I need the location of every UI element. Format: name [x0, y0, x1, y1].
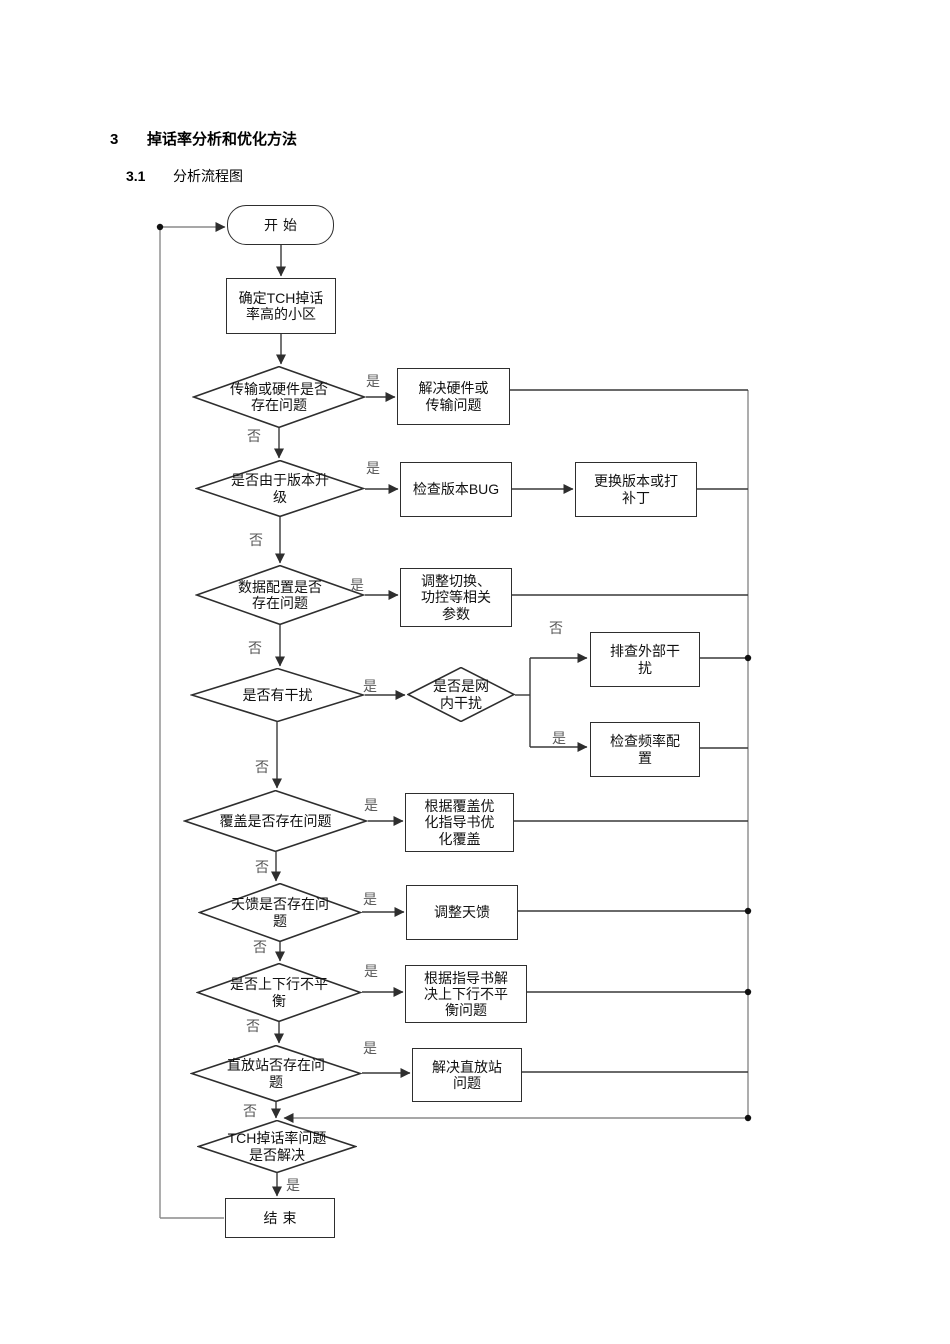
diamond-shape — [195, 460, 365, 517]
edge-label-yes: 是 — [364, 963, 378, 979]
edge-label-yes: 是 — [363, 891, 377, 907]
decision-problem-solved: TCH掉话率问题 是否解决 — [197, 1120, 357, 1173]
edge-label-yes: 是 — [363, 678, 377, 694]
node-label: 是否是网 内干扰 — [433, 678, 489, 711]
node-label: 检查频率配 置 — [610, 733, 680, 766]
node-label: 检查版本BUG — [412, 481, 500, 498]
decision-interference: 是否有干扰 — [190, 668, 365, 722]
subsection-heading: 3.1 分析流程图 — [126, 166, 243, 186]
process-fix-hardware: 解决硬件或 传输问题 — [397, 368, 510, 425]
node-label: 解决直放站 问题 — [432, 1058, 502, 1091]
edge-label-no: 否 — [249, 532, 263, 548]
node-label: 是否上下行不平 衡 — [230, 976, 328, 1009]
node-label: 根据覆盖优 化指导书优 化覆盖 — [424, 798, 495, 847]
edge-label-no: 否 — [247, 428, 261, 444]
decision-data-config: 数据配置是否 存在问题 — [195, 565, 365, 625]
process-optimize-coverage: 根据覆盖优 化指导书优 化覆盖 — [405, 793, 514, 852]
node-label: 调整切换、 功控等相关 参数 — [421, 573, 491, 622]
terminator-end: 结束 — [225, 1198, 335, 1238]
edge-label-yes: 是 — [363, 1040, 377, 1056]
edge-label-yes: 是 — [350, 577, 364, 593]
decision-repeater: 直放站否存在问 题 — [190, 1045, 362, 1102]
decision-uplink-downlink-imbalance: 是否上下行不平 衡 — [196, 963, 362, 1022]
edge-label-no: 否 — [243, 1103, 257, 1119]
diamond-shape — [195, 565, 365, 625]
process-identify-cell: 确定TCH掉话 率高的小区 — [226, 278, 336, 334]
node-label: 确定TCH掉话 率高的小区 — [238, 289, 324, 322]
process-check-frequency-config: 检查频率配 置 — [590, 722, 700, 777]
diamond-shape — [197, 1120, 357, 1173]
section-number: 3 — [110, 131, 119, 148]
edge-label-no: 否 — [248, 640, 262, 656]
section-heading: 3 掉话率分析和优化方法 — [110, 128, 297, 149]
node-label: TCH掉话率问题 是否解决 — [227, 1130, 327, 1163]
decision-antenna-feeder: 天馈是否存在问 题 — [198, 883, 362, 942]
subsection-number: 3.1 — [126, 168, 146, 184]
diamond-shape — [190, 668, 365, 722]
edge-label-no: 否 — [549, 620, 563, 636]
process-adjust-antenna-feeder: 调整天馈 — [406, 885, 518, 940]
edge-label-no: 否 — [255, 859, 269, 875]
node-label: 是否由于版本升 级 — [231, 472, 329, 505]
node-label: 开始 — [264, 216, 302, 233]
process-replace-version-patch: 更换版本或打 补丁 — [575, 462, 697, 517]
node-label: 调整天馈 — [434, 904, 490, 921]
node-label: 解决硬件或 传输问题 — [418, 380, 489, 413]
node-label: 直放站否存在问 题 — [227, 1057, 325, 1090]
decision-internal-interference: 是否是网 内干扰 — [407, 667, 515, 722]
node-label: 是否有干扰 — [242, 686, 313, 703]
node-label: 传输或硬件是否 存在问题 — [230, 380, 328, 413]
diamond-shape — [198, 883, 362, 942]
edge-label-yes: 是 — [552, 730, 566, 746]
process-fix-imbalance: 根据指导书解 决上下行不平 衡问题 — [405, 965, 527, 1023]
process-check-version-bug: 检查版本BUG — [400, 462, 512, 517]
diamond-shape — [183, 790, 368, 852]
node-label: 根据指导书解 决上下行不平 衡问题 — [424, 969, 508, 1019]
decision-coverage: 覆盖是否存在问题 — [183, 790, 368, 852]
edge-label-yes: 是 — [366, 460, 380, 476]
diamond-shape — [407, 667, 515, 722]
edge-label-yes: 是 — [366, 373, 380, 389]
node-label: 结束 — [263, 1209, 302, 1226]
section-title: 掉话率分析和优化方法 — [147, 131, 298, 148]
node-label: 天馈是否存在问 题 — [231, 896, 329, 929]
diamond-shape — [192, 366, 366, 428]
edge-label-yes: 是 — [286, 1177, 300, 1193]
node-label: 数据配置是否 存在问题 — [238, 578, 322, 611]
decision-version-upgrade: 是否由于版本升 级 — [195, 460, 365, 517]
edge-label-no: 否 — [255, 759, 269, 775]
edge-label-yes: 是 — [364, 797, 378, 813]
diamond-shape — [196, 963, 362, 1022]
subsection-title: 分析流程图 — [173, 168, 243, 184]
process-check-external-interference: 排查外部干 扰 — [590, 632, 700, 687]
diamond-shape — [190, 1045, 362, 1102]
process-fix-repeater: 解决直放站 问题 — [412, 1048, 522, 1102]
node-label: 覆盖是否存在问题 — [219, 812, 332, 829]
node-label: 排查外部干 扰 — [610, 643, 680, 676]
decision-transmission-hardware: 传输或硬件是否 存在问题 — [192, 366, 366, 428]
edge-label-no: 否 — [253, 939, 267, 955]
node-label: 更换版本或打 补丁 — [594, 473, 678, 506]
terminator-start: 开始 — [227, 205, 334, 245]
edge-label-no: 否 — [246, 1018, 260, 1034]
process-adjust-parameters: 调整切换、 功控等相关 参数 — [400, 568, 512, 627]
